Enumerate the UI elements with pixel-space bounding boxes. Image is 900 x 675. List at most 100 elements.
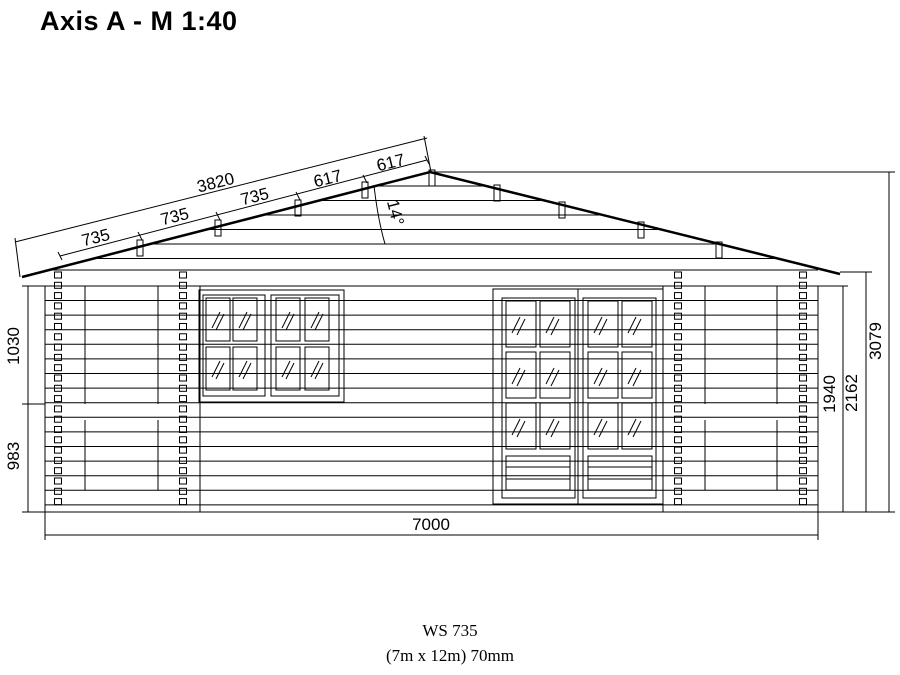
- glass-hatch: [516, 420, 526, 438]
- log-end: [179, 302, 187, 310]
- log-end: [674, 333, 682, 341]
- log-end: [54, 456, 62, 464]
- dimension-tick: [57, 251, 63, 261]
- glass-hatch: [632, 420, 642, 438]
- log-end: [54, 302, 62, 310]
- door-glass-pane: [621, 351, 653, 399]
- glass-hatch: [593, 316, 603, 334]
- log-end: [54, 477, 62, 485]
- log-end: [54, 467, 62, 475]
- window-pane: [205, 297, 231, 342]
- log-end: [799, 426, 807, 433]
- dimension-tick: [215, 211, 221, 221]
- log-end: [799, 374, 807, 382]
- log-end: [799, 281, 807, 289]
- log-end: [799, 343, 807, 351]
- glass-hatch: [632, 318, 642, 336]
- roof-segment-label-5: 617: [375, 150, 407, 175]
- log-end: [179, 405, 187, 413]
- door-glass-pane: [587, 351, 619, 399]
- glass-hatch: [593, 418, 603, 436]
- log-end: [54, 384, 62, 392]
- purlin-block: [294, 199, 302, 217]
- total-height-label: 3079: [866, 322, 885, 360]
- log-end: [54, 395, 62, 403]
- left-lower-height-label: 983: [4, 442, 23, 470]
- log-end: [674, 477, 682, 485]
- door-glass-pane: [587, 402, 619, 450]
- log-end: [799, 292, 807, 300]
- door-glass-pane: [587, 300, 619, 348]
- glass-hatch: [211, 360, 221, 378]
- log-end: [674, 353, 682, 361]
- glass-hatch: [285, 313, 295, 331]
- log-end: [54, 415, 62, 423]
- log-end: [674, 487, 682, 495]
- glass-hatch: [550, 318, 560, 336]
- log-end: [54, 436, 62, 444]
- log-end: [54, 343, 62, 351]
- log-end: [799, 467, 807, 475]
- glass-hatch: [627, 418, 637, 436]
- log-end: [799, 333, 807, 341]
- door-leaf-right: [582, 297, 657, 499]
- wall-height-label: 1940: [820, 375, 839, 413]
- purlin-block: [558, 201, 566, 219]
- log-end: [674, 364, 682, 372]
- log-end: [674, 498, 682, 506]
- glass-hatch: [211, 311, 221, 329]
- log-end: [179, 498, 187, 506]
- glass-hatch: [550, 369, 560, 387]
- window-pane: [205, 346, 231, 391]
- glass-hatch: [215, 313, 225, 331]
- door-glass-pane: [505, 300, 537, 348]
- log-end: [799, 384, 807, 392]
- glass-hatch: [281, 311, 291, 329]
- log-end: [179, 353, 187, 361]
- log-end: [54, 498, 62, 506]
- glass-hatch: [314, 313, 324, 331]
- log-end: [674, 426, 682, 433]
- log-end: [179, 292, 187, 300]
- log-end: [799, 312, 807, 320]
- drawing-title: Axis A - M 1:40: [40, 6, 238, 36]
- purlin-block: [428, 169, 436, 187]
- log-end: [54, 353, 62, 361]
- glass-hatch: [310, 311, 320, 329]
- window-frame: [198, 289, 345, 403]
- log-end: [54, 333, 62, 341]
- log-end: [674, 384, 682, 392]
- glass-hatch: [545, 367, 555, 385]
- log-end: [179, 343, 187, 351]
- glass-hatch: [627, 316, 637, 334]
- log-end: [799, 498, 807, 506]
- glass-hatch: [238, 311, 248, 329]
- log-end: [54, 281, 62, 289]
- log-end: [674, 415, 682, 423]
- log-end: [179, 312, 187, 320]
- log-end: [54, 292, 62, 300]
- log-end: [179, 384, 187, 392]
- log-end: [799, 364, 807, 372]
- roof-segment-label-2: 735: [159, 204, 191, 229]
- glass-hatch: [511, 367, 521, 385]
- glass-hatch: [242, 313, 252, 331]
- glass-hatch: [516, 318, 526, 336]
- log-end: [54, 426, 62, 433]
- glass-hatch: [281, 360, 291, 378]
- log-end: [674, 467, 682, 475]
- left-upper-height-label: 1030: [4, 327, 23, 365]
- wall-outline: [44, 285, 819, 513]
- glass-hatch: [545, 316, 555, 334]
- log-end: [799, 446, 807, 454]
- log-end: [799, 456, 807, 464]
- log-end: [54, 312, 62, 320]
- log-end: [179, 436, 187, 444]
- purlin-block: [136, 239, 144, 257]
- dimension-tick: [137, 231, 143, 241]
- window-pane: [304, 346, 330, 391]
- roof-length-dimension: [14, 137, 428, 243]
- total-width-label: 7000: [412, 515, 450, 534]
- purlin-block: [493, 184, 501, 202]
